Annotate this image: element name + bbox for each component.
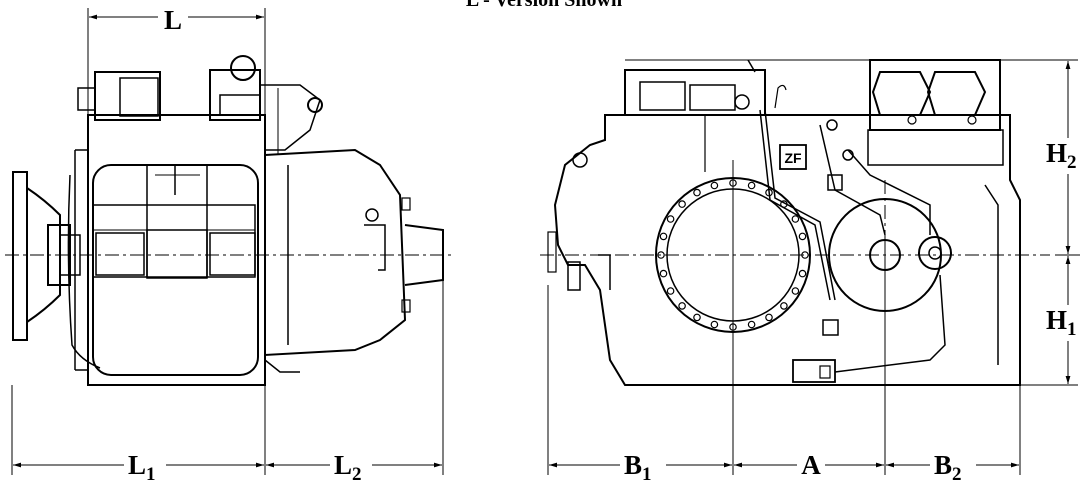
flange-bolt [791,287,800,295]
flange-bolt [710,181,719,190]
flange-bolt [798,232,807,241]
flange-bolt [710,320,719,329]
flange-bolt [693,188,701,197]
flange-bolt [693,313,701,322]
dim-L2-label: L2 [334,450,362,483]
zf-logo-text: ZF [784,150,802,166]
flange-bolt [747,181,756,190]
flange-bolt [659,269,668,278]
flange-bolt [798,269,807,278]
zf-logo [779,144,807,170]
flange-bolt [747,320,756,329]
dim-L-label: L [164,5,182,35]
flange-bolt [666,287,675,295]
front-view: ZF H2 H1 B1 [540,59,1088,483]
dim-A-label: A [801,450,821,480]
dim-B2-label: B2 [934,450,962,483]
flange-bolt [791,215,800,223]
flange-bolt [659,232,668,241]
dim-H1-label: H1 [1046,305,1077,340]
flange-bolt [666,215,675,223]
dim-H2-label: H2 [1046,138,1077,173]
flange-bolt [765,313,773,322]
flange-bolt [780,302,788,310]
flange-bolt [657,251,665,259]
side-view: L L1 L2 [5,5,455,483]
flange-bolt [678,302,686,310]
diagram-caption: L - Version Shown [466,0,622,11]
flange-bolt [678,200,686,208]
dim-L1-label: L1 [128,450,156,483]
dim-B1-label: B1 [624,450,652,483]
